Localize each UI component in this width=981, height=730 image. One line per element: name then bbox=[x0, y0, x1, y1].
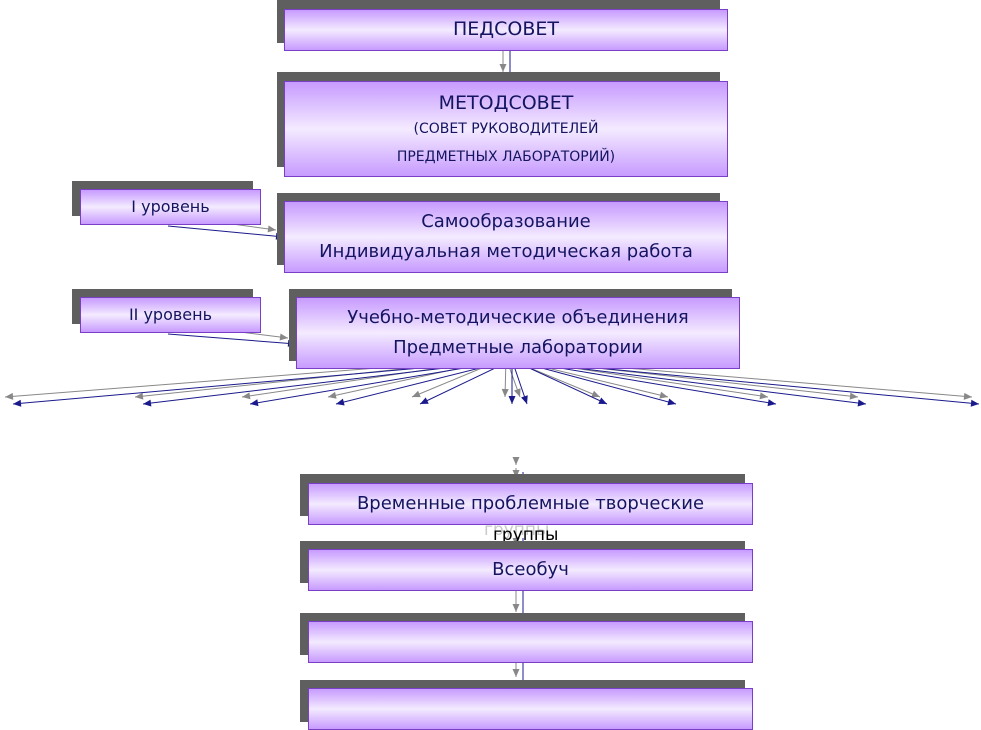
level1-label: I уровень bbox=[131, 197, 210, 216]
fan-arrow-gray-4-head bbox=[412, 390, 421, 398]
fan-arrow-7-head bbox=[598, 397, 607, 404]
fan-arrow-gray-10-head bbox=[849, 392, 858, 400]
fan-arrow-gray-11-head bbox=[963, 392, 972, 400]
metodsovet-line2: (СОВЕТ РУКОВОДИТЕЛЕЙ bbox=[413, 121, 599, 138]
empty-box-2 bbox=[308, 688, 753, 730]
fan-arrow-gray-2-head bbox=[242, 392, 251, 400]
down-arrow-gray-a0-head bbox=[512, 457, 520, 465]
level1-line2: Индивидуальная методическая работа bbox=[319, 240, 693, 262]
level2-line1: Учебно-методические объединения bbox=[347, 307, 689, 328]
fan-arrow-9-head bbox=[767, 399, 776, 407]
fan-arrow-8-head bbox=[667, 398, 676, 406]
level2-label-box: II уровень bbox=[80, 297, 261, 333]
fan-arrow-gray-9-head bbox=[759, 392, 768, 400]
vseobuch-title: Всеобуч bbox=[492, 558, 569, 580]
fan-arrow-gray-7-head bbox=[591, 390, 600, 398]
arrow-level2-shadow-head bbox=[279, 333, 288, 341]
fan-arrow-gray-0-head bbox=[5, 392, 14, 400]
metodsovet-line3: ПРЕДМЕТНЫХ ЛАБОРАТОРИЙ) bbox=[396, 148, 616, 165]
empty-box-1 bbox=[308, 621, 753, 663]
level1-line1: Самообразование bbox=[421, 211, 591, 232]
arrow-level1-shadow-head bbox=[267, 225, 276, 233]
fan-arrow-10-head bbox=[857, 399, 866, 407]
groups-shadow-text: группы bbox=[484, 520, 550, 540]
vseobuch-box: Всеобуч bbox=[308, 549, 753, 591]
groups-box: Временные проблемные творческие bbox=[308, 483, 753, 525]
fan-arrow-gray-5-head bbox=[501, 388, 509, 397]
arrow-empty1-shadow-head bbox=[512, 604, 520, 612]
fan-arrow-2-head bbox=[250, 399, 259, 407]
fan-arrow-4-head bbox=[420, 397, 429, 404]
fan-arrow-3-head bbox=[336, 398, 345, 406]
fan-arrow-gray-6-head bbox=[514, 388, 521, 397]
level2-line2: Предметные лаборатории bbox=[393, 336, 643, 358]
fan-arrow-0-head bbox=[13, 399, 22, 407]
arrow-empty2-shadow-head bbox=[512, 669, 520, 677]
fan-arrow-1-head bbox=[143, 399, 152, 407]
metodsovet-title: МЕТОДСОВЕТ bbox=[438, 91, 574, 114]
level1-label-box: I уровень bbox=[80, 189, 261, 225]
groups-line1: Временные проблемные творческие bbox=[356, 492, 705, 514]
pedsovet-box: ПЕДСОВЕТ bbox=[284, 9, 728, 51]
fan-arrow-5-head bbox=[508, 396, 516, 404]
fan-arrow-gray-3-head bbox=[328, 391, 337, 399]
pedsovet-title: ПЕДСОВЕТ bbox=[452, 18, 559, 41]
groups-line2: группы bbox=[493, 525, 559, 545]
arrow-pedsovet-shadow-head bbox=[499, 64, 507, 72]
fan-arrow-gray-8-head bbox=[659, 391, 668, 399]
fan-arrow-11-head bbox=[970, 399, 979, 407]
level2-box: Учебно-методические объединения Предметн… bbox=[296, 297, 740, 369]
fan-arrow-gray-1-head bbox=[135, 392, 144, 400]
level2-label: II уровень bbox=[128, 305, 213, 324]
level1-box: Самообразование Индивидуальная методичес… bbox=[284, 201, 728, 273]
metodsovet-box: МЕТОДСОВЕТ (СОВЕТ РУКОВОДИТЕЛЕЙ ПРЕДМЕТН… bbox=[284, 81, 728, 177]
arrow-level1 bbox=[167, 225, 285, 238]
fan-arrow-6-head bbox=[521, 395, 528, 404]
arrow-level2 bbox=[167, 333, 297, 345]
